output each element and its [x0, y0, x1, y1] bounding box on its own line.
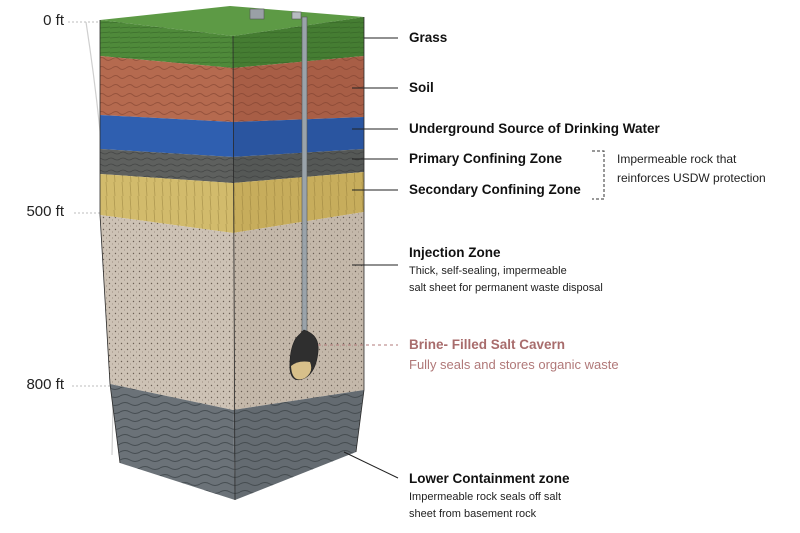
well-pipe: [301, 16, 308, 338]
injection-desc-line1: Thick, self-sealing, impermeable: [409, 265, 567, 277]
lower-desc-line2: sheet from basement rock: [409, 508, 537, 520]
label-primary-confining: Primary Confining Zone: [409, 151, 563, 166]
usdw-layer-right: [233, 117, 364, 157]
wellhead-icon: [291, 11, 302, 20]
leader-lower: [343, 451, 399, 479]
confining-bracket: [592, 150, 605, 200]
label-lower-containment: Lower Containment zone: [409, 471, 570, 486]
confining-note-line1: Impermeable rock that: [617, 152, 737, 166]
label-injection-zone: Injection Zone: [409, 245, 501, 260]
label-secondary-confining: Secondary Confining Zone: [409, 182, 581, 197]
lower-containment-description: Impermeable rock seals off salt sheet fr…: [409, 489, 561, 523]
injection-zone-description: Thick, self-sealing, impermeable salt sh…: [409, 263, 603, 297]
injection-desc-line2: salt sheet for permanent waste disposal: [409, 282, 603, 294]
usdw-layer-left: [100, 115, 233, 157]
confining-note-line2: reinforces USDW protection: [617, 171, 766, 185]
label-soil: Soil: [409, 80, 434, 95]
label-grass: Grass: [409, 30, 448, 45]
label-salt-cavern: Brine- Filled Salt Cavern: [409, 337, 566, 352]
confining-note: Impermeable rock that reinforces USDW pr…: [617, 150, 766, 188]
depth-label-500: 500 ft: [26, 203, 64, 220]
depth-label-0: 0 ft: [43, 12, 64, 29]
label-usdw: Underground Source of Drinking Water: [409, 121, 660, 136]
wellhead-building-icon: [249, 8, 265, 20]
lower-desc-line1: Impermeable rock seals off salt: [409, 491, 562, 503]
depth-label-800: 800 ft: [26, 376, 64, 393]
salt-cavern-description: Fully seals and stores organic waste: [409, 357, 619, 372]
